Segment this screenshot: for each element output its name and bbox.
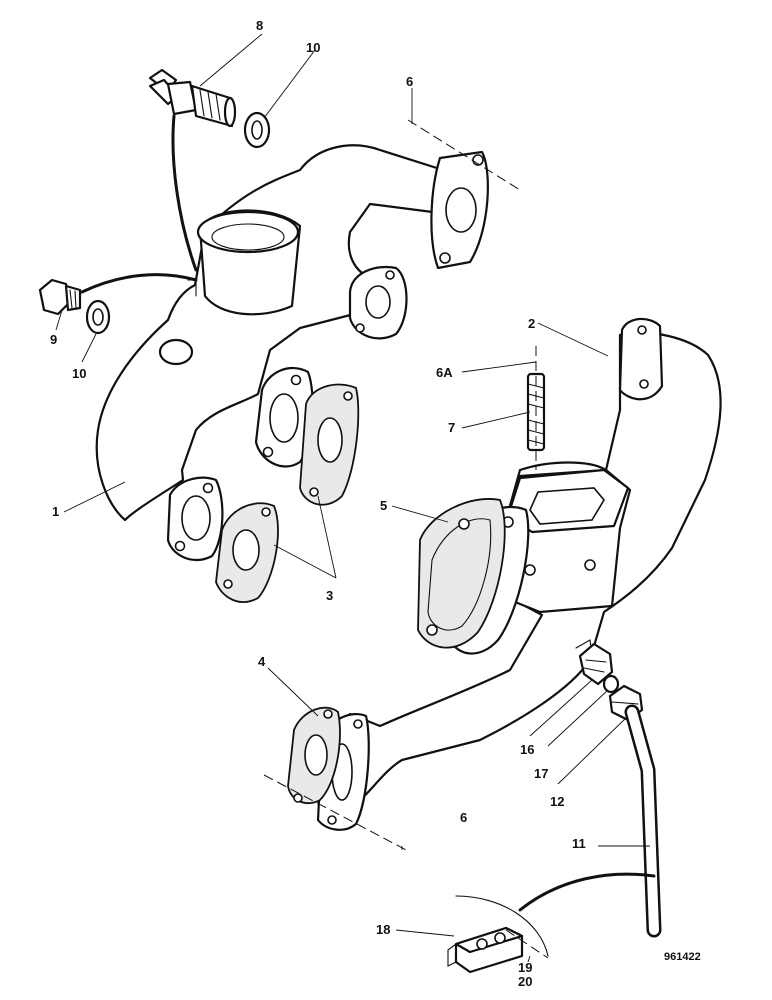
callout-10-upper: 10 [306, 40, 320, 55]
callout-6-upper: 6 [406, 74, 413, 89]
blanking-plug [38, 278, 82, 316]
callout-18: 18 [376, 922, 390, 937]
centerline [263, 774, 411, 853]
callout-6A: 6A [436, 365, 453, 380]
callout-8: 8 [256, 18, 263, 33]
callout-16: 16 [520, 742, 534, 757]
reference-number: 961422 [664, 951, 701, 963]
callout-20: 20 [518, 974, 532, 989]
callout-7: 7 [448, 420, 455, 435]
adaptor [578, 642, 614, 686]
callout-19: 19 [518, 960, 532, 975]
manifold-gasket [215, 383, 360, 603]
callout-4: 4 [258, 654, 266, 669]
centerline [505, 929, 549, 959]
leader-lines [55, 33, 650, 963]
exhaust-gasket [287, 706, 341, 805]
exhaust-gasket [417, 498, 506, 649]
callout-9: 9 [50, 332, 57, 347]
callout-10-lower: 10 [72, 366, 86, 381]
callout-2: 2 [528, 316, 535, 331]
callout-12: 12 [550, 794, 564, 809]
intake-manifold [95, 144, 489, 562]
callout-3: 3 [326, 588, 333, 603]
pipe-wire [518, 872, 656, 912]
sealing-washer [243, 111, 271, 149]
centerline [407, 119, 521, 191]
heater-plug-wire [171, 114, 198, 272]
callout-5: 5 [380, 498, 387, 513]
heater-plug [148, 68, 237, 128]
callout-6-lower: 6 [460, 810, 467, 825]
olive [602, 674, 620, 694]
blanking-plug-wire [80, 273, 198, 294]
callout-11: 11 [572, 836, 586, 851]
callout-1: 1 [52, 504, 59, 519]
clip [447, 895, 549, 974]
callout-17: 17 [534, 766, 548, 781]
sealing-washer [85, 299, 111, 335]
